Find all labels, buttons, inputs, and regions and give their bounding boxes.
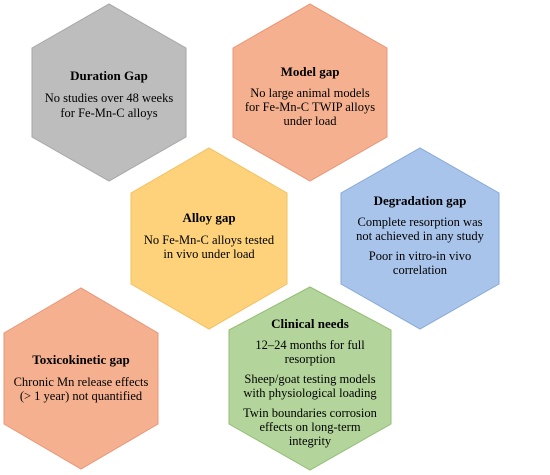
hex-duration-gap-title: Duration Gap xyxy=(70,68,148,83)
hex-clinical-needs-line-2: resorption xyxy=(285,352,336,366)
hex-alloy-gap-line-2: in vivo under load xyxy=(163,247,255,261)
hex-model-gap: Model gap No large animal models for Fe-… xyxy=(232,3,388,182)
hex-toxicokinetic-gap-title: Toxicokinetic gap xyxy=(32,352,129,367)
hex-toxicokinetic-gap: Toxicokinetic gap Chronic Mn release eff… xyxy=(3,287,159,470)
hex-toxicokinetic-gap-shape xyxy=(3,287,159,470)
hex-clinical-needs-line-8: effects on long-term xyxy=(259,420,360,434)
hex-toxicokinetic-gap-line-1: Chronic Mn release effects xyxy=(14,375,149,389)
hex-degradation-gap-line-5: correlation xyxy=(393,263,448,277)
hex-degradation-gap-line-1: Complete resorption was xyxy=(358,215,483,229)
hex-duration-gap-line-1: No studies over 48 weeks xyxy=(45,91,174,105)
hex-duration-gap: Duration Gap No studies over 48 weeks fo… xyxy=(31,3,187,182)
hex-clinical-needs: Clinical needs 12–24 months for full res… xyxy=(228,286,392,471)
hex-model-gap-line-2: for Fe-Mn-C TWIP alloys xyxy=(245,100,375,114)
hex-degradation-gap-shape xyxy=(340,147,500,330)
hex-degradation-gap-line-2: not achieved in any study xyxy=(356,229,484,243)
hex-model-gap-shape xyxy=(232,3,388,182)
hex-alloy-gap-title: Alloy gap xyxy=(182,210,235,225)
hex-clinical-needs-title: Clinical needs xyxy=(271,316,349,331)
hex-alloy-gap-line-1: No Fe-Mn-C alloys tested xyxy=(144,233,275,247)
hex-degradation-gap-line-4: Poor in vitro-in vivo xyxy=(369,249,471,263)
hex-duration-gap-line-2: for Fe-Mn-C alloys xyxy=(60,106,157,120)
hex-toxicokinetic-gap-line-2: (> 1 year) not quantified xyxy=(20,389,143,403)
hex-clinical-needs-line-7: Twin boundaries corrosion xyxy=(243,406,378,420)
hex-alloy-gap-shape xyxy=(130,147,288,330)
hex-clinical-needs-line-9: integrity xyxy=(289,434,332,448)
hex-degradation-gap-title: Degradation gap xyxy=(374,193,467,208)
hex-clinical-needs-line-4: Sheep/goat testing models xyxy=(244,372,375,386)
hex-model-gap-line-1: No large animal models xyxy=(250,86,370,100)
hex-clinical-needs-line-1: 12–24 months for full xyxy=(255,338,365,352)
hex-model-gap-line-3: under load xyxy=(283,114,337,128)
hex-clinical-needs-shape xyxy=(228,286,392,471)
hex-alloy-gap: Alloy gap No Fe-Mn-C alloys tested in vi… xyxy=(130,147,288,330)
hex-clinical-needs-line-5: with physiological loading xyxy=(243,386,377,400)
hex-duration-gap-shape xyxy=(31,3,187,182)
hex-model-gap-title: Model gap xyxy=(281,64,340,79)
hex-degradation-gap: Degradation gap Complete resorption was … xyxy=(340,147,500,330)
